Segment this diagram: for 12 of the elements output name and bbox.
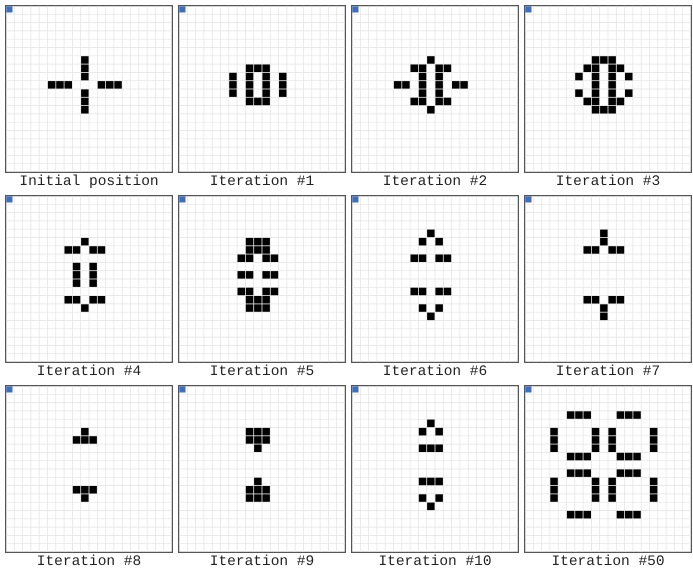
board-label: Initial position: [19, 174, 159, 190]
board-label: Iteration #8: [36, 554, 142, 570]
board-label: Iteration #4: [36, 364, 142, 380]
board-label: Iteration #3: [556, 174, 660, 190]
board-label: Iteration #10: [378, 554, 492, 570]
board-label: Iteration #5: [210, 364, 314, 380]
board-label: Iteration #2: [382, 174, 488, 190]
board-label: Iteration #9: [210, 554, 314, 570]
board-label: Iteration #1: [210, 174, 314, 190]
board-label: Iteration #6: [382, 364, 488, 380]
board-label: Iteration #7: [556, 364, 660, 380]
board-label: Iteration #50: [551, 554, 665, 570]
